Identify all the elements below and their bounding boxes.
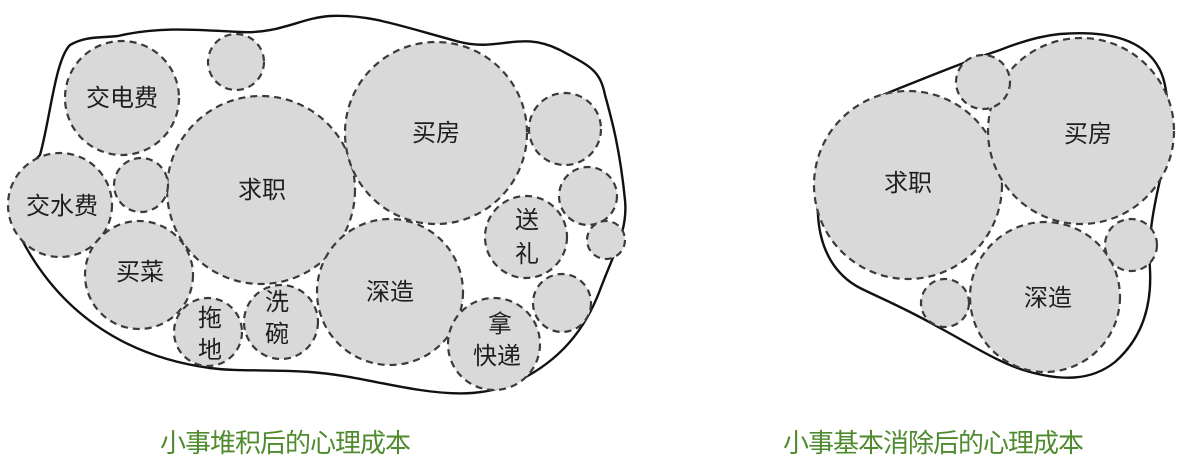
right-bubble-small-bottom <box>919 277 971 329</box>
bubble-further-study <box>315 217 465 367</box>
label-job-hunting: 求职 <box>238 176 286 204</box>
bubble-give-gifts <box>483 194 569 280</box>
label-give-gifts-line1: 送 <box>515 206 539 234</box>
right-bubble-small-top <box>954 53 1012 111</box>
left-caption: 小事堆积后的心理成本 <box>160 429 411 459</box>
right-bubble-buy-house <box>986 36 1176 226</box>
bubble-small-right-top <box>527 91 603 167</box>
right-caption: 小事基本消除后的心理成本 <box>783 429 1084 459</box>
label-mop-floor-line2: 地 <box>198 336 222 364</box>
bubble-buy-house <box>343 40 529 226</box>
label-mop-floor-line1: 拖 <box>198 304 222 332</box>
bubble-small-right-bottom <box>531 272 593 334</box>
bubble-pick-up-delivery <box>446 296 542 392</box>
bubble-water-bill <box>6 151 114 259</box>
label-electricity-bill: 交电费 <box>86 84 158 112</box>
label-wash-dishes-line2: 碗 <box>265 320 289 348</box>
label-give-gifts-line2: 礼 <box>515 240 539 268</box>
bubble-mop-floor <box>172 296 244 368</box>
right-label-further-study: 深造 <box>1024 284 1072 312</box>
right-label-job-hunting: 求职 <box>884 169 932 197</box>
label-wash-dishes-line1: 洗 <box>265 288 289 316</box>
right-diagram: 求职 买房 深造 <box>812 32 1176 379</box>
bubble-buy-groceries <box>83 219 195 331</box>
label-further-study: 深造 <box>366 278 414 306</box>
label-buy-groceries: 买菜 <box>116 258 164 286</box>
left-diagram: 交电费 求职 买房 交水费 买菜 拖 地 洗 碗 深造 送 礼 拿 快递 <box>6 14 627 395</box>
bubble-small-left <box>112 156 170 214</box>
bubble-electricity-bill <box>63 39 181 157</box>
bubble-small-right-mid <box>557 165 619 227</box>
bubble-small-top <box>206 32 266 92</box>
right-bubble-small-right <box>1103 217 1159 273</box>
label-water-bill: 交水费 <box>26 192 98 220</box>
label-buy-house: 买房 <box>412 119 460 147</box>
right-bubble-further-study <box>968 220 1122 374</box>
label-pick-up-delivery-line2: 快递 <box>473 342 521 370</box>
bubble-small-right-tiny <box>585 219 627 261</box>
right-bubble-job-hunting <box>812 89 1004 281</box>
label-pick-up-delivery-line1: 拿 <box>488 310 512 338</box>
right-label-buy-house: 买房 <box>1064 120 1112 148</box>
bubble-wash-dishes <box>242 283 320 361</box>
